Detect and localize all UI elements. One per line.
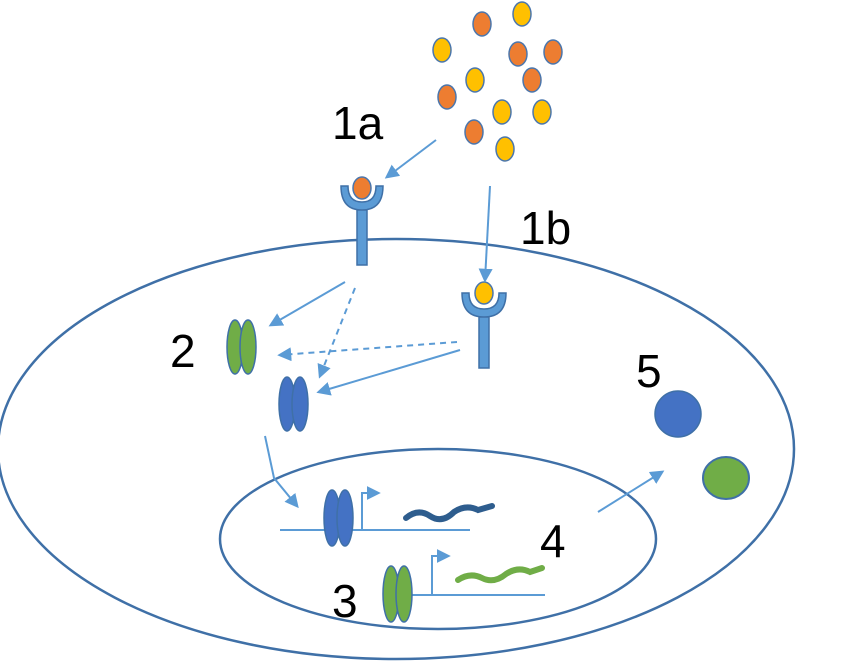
arrow-blue-factor-to-nucleus	[264, 435, 299, 509]
nucleus	[218, 447, 658, 631]
ligand-icon	[543, 39, 563, 65]
ligand-cluster	[432, 1, 563, 162]
transcription-factor-icon	[239, 319, 257, 375]
receptor-icon	[461, 292, 507, 369]
ligand-icon	[472, 11, 492, 37]
receptor-1b	[461, 281, 507, 369]
arrow-1a-to-blue-factor-dashed	[317, 287, 356, 379]
label-1a: 1a	[332, 97, 384, 149]
arrow-1b-to-blue-factor	[316, 349, 461, 396]
ligand-icon	[474, 281, 494, 305]
protein-icon	[702, 456, 750, 500]
protein-icon	[654, 390, 702, 438]
ligand-icon	[495, 136, 515, 162]
transcription-factor-green-cytoplasm	[226, 319, 257, 375]
promoter-arrow-icon	[431, 549, 451, 595]
arrow-1b-to-green-factor-dashed	[277, 341, 458, 362]
label-2: 2	[170, 325, 196, 377]
arrow-ligand-to-receptor-1b	[478, 185, 493, 283]
transcription-factor-blue-cytoplasm	[278, 376, 309, 432]
ligand-icon	[522, 67, 542, 93]
ligand-icon	[352, 176, 372, 200]
ligand-icon	[464, 119, 484, 145]
transcription-factor-icon	[395, 565, 413, 623]
transcription-factor-icon	[336, 489, 354, 547]
label-3: 3	[332, 575, 358, 627]
ligand-icon	[432, 37, 452, 63]
ligand-icon	[512, 1, 532, 27]
label-1b: 1b	[520, 202, 571, 254]
ligand-icon	[437, 84, 457, 110]
transcription-factor-icon	[291, 376, 309, 432]
gene-blue	[280, 486, 495, 547]
ligand-icon	[492, 99, 512, 125]
mrna-icon	[455, 565, 545, 584]
arrow-1a-to-green-factor	[268, 281, 346, 327]
arrow-ligand-to-receptor-1a	[384, 139, 437, 179]
cell-membrane	[0, 237, 796, 661]
label-5: 5	[636, 345, 662, 397]
mrna-icon	[403, 503, 495, 523]
label-4: 4	[540, 515, 566, 567]
ligand-icon	[465, 67, 485, 93]
ligand-icon	[532, 99, 552, 125]
receptor-icon	[340, 185, 384, 266]
ligand-icon	[508, 41, 528, 67]
gene-green	[382, 549, 545, 623]
receptor-1a	[340, 176, 384, 266]
arrow-nucleus-to-proteins	[597, 470, 665, 513]
promoter-arrow-icon	[361, 486, 381, 530]
pathway-arrows	[264, 139, 665, 513]
